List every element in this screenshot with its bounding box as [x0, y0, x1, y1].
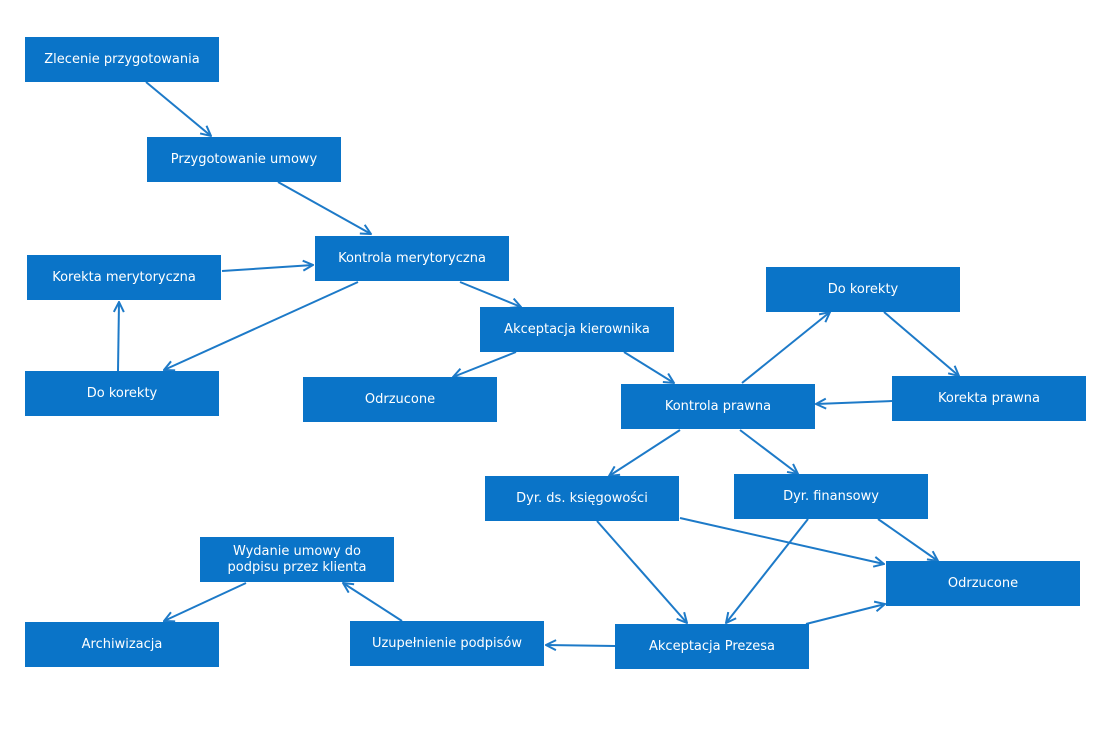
edge-dyr-finansowy-to-odrzucone — [877, 518, 938, 561]
node-label: Korekta merytoryczna — [52, 269, 196, 285]
edge-kontrola-merytoryczna-to-akceptacja-kierownika — [459, 281, 521, 307]
edge-uzupelnienie-podpisow-to-wydanie-umowy — [343, 583, 403, 622]
edge-korekta-merytoryczna-to-kontrola-merytoryczna — [221, 265, 313, 272]
node-korekta-merytoryczna[interactable]: Korekta merytoryczna — [27, 255, 221, 300]
edge-akceptacja-prezesa-to-odrzucone — [805, 604, 885, 625]
node-label: Dyr. finansowy — [783, 488, 879, 504]
node-przygotowanie-umowy[interactable]: Przygotowanie umowy — [147, 137, 341, 182]
node-zlecenie-przygotowania[interactable]: Zlecenie przygotowania — [25, 37, 219, 82]
node-label: Akceptacja Prezesa — [649, 638, 775, 654]
node-label: Przygotowanie umowy — [170, 151, 318, 167]
node-dyr-ksiegowosci[interactable]: Dyr. ds. księgowości — [485, 476, 679, 521]
node-label: Kontrola merytoryczna — [338, 250, 486, 266]
edge-kontrola-prawna-to-do-korekty — [741, 312, 830, 384]
node-label: Odrzucone — [947, 575, 1019, 591]
node-label: Wydanie umowy do podpisu przez klienta — [227, 543, 367, 575]
node-do-korekty-merytorycznej[interactable]: Do korekty — [25, 371, 219, 416]
node-kontrola-prawna[interactable]: Kontrola prawna — [621, 384, 815, 429]
edge-przygotowanie-to-kontrola-merytoryczna — [277, 181, 371, 234]
node-label: Akceptacja kierownika — [504, 321, 650, 337]
edge-do-korekty-to-korekta-merytoryczna — [118, 302, 119, 372]
node-label: Korekta prawna — [937, 390, 1040, 406]
node-do-korekty-prawnej[interactable]: Do korekty — [766, 267, 960, 312]
node-archiwizacja[interactable]: Archiwizacja — [25, 622, 219, 667]
node-label: Odrzucone — [364, 391, 436, 407]
node-label: Uzupełnienie podpisów — [371, 635, 523, 651]
node-label: Archiwizacja — [81, 636, 163, 652]
node-dyr-finansowy[interactable]: Dyr. finansowy — [734, 474, 928, 519]
node-label: Do korekty — [827, 281, 899, 297]
edge-dyr-finansowy-to-akceptacja-prezesa — [726, 518, 809, 623]
node-akceptacja-prezesa[interactable]: Akceptacja Prezesa — [615, 624, 809, 669]
edge-wydanie-umowy-to-archiwizacja — [164, 582, 247, 621]
node-odrzucone-kierownik[interactable]: Odrzucone — [303, 377, 497, 422]
edge-dyr-ksiegowosci-to-odrzucone — [679, 517, 884, 564]
node-odrzucone-zarzad[interactable]: Odrzucone — [886, 561, 1080, 606]
node-label: Do korekty — [86, 385, 158, 401]
node-kontrola-merytoryczna[interactable]: Kontrola merytoryczna — [315, 236, 509, 281]
edge-akceptacja-kierownika-to-odrzucone — [453, 351, 517, 377]
node-label: Zlecenie przygotowania — [44, 51, 200, 67]
edge-akceptacja-prezesa-to-uzupelnienie-podpisow — [546, 645, 616, 646]
node-akceptacja-kierownika[interactable]: Akceptacja kierownika — [480, 307, 674, 352]
node-label: Dyr. ds. księgowości — [516, 490, 648, 506]
node-wydanie-umowy-do-podpisu[interactable]: Wydanie umowy do podpisu przez klienta — [200, 537, 394, 582]
edge-dyr-ksiegowosci-to-akceptacja-prezesa — [596, 520, 687, 623]
node-uzupelnienie-podpisow[interactable]: Uzupełnienie podpisów — [350, 621, 544, 666]
edge-akceptacja-kierownika-to-kontrola-prawna — [623, 351, 674, 383]
edge-kontrola-prawna-to-dyr-ksiegowosci — [609, 429, 681, 476]
node-label: Kontrola prawna — [664, 398, 772, 414]
edge-kontrola-merytoryczna-to-do-korekty — [164, 281, 359, 370]
edge-korekta-prawna-to-kontrola-prawna — [816, 401, 893, 404]
edge-zlecenie-to-przygotowanie — [145, 81, 211, 136]
edge-do-korekty-to-korekta-prawna — [883, 311, 959, 376]
edge-kontrola-prawna-to-dyr-finansowy — [739, 429, 798, 474]
node-korekta-prawna[interactable]: Korekta prawna — [892, 376, 1086, 421]
